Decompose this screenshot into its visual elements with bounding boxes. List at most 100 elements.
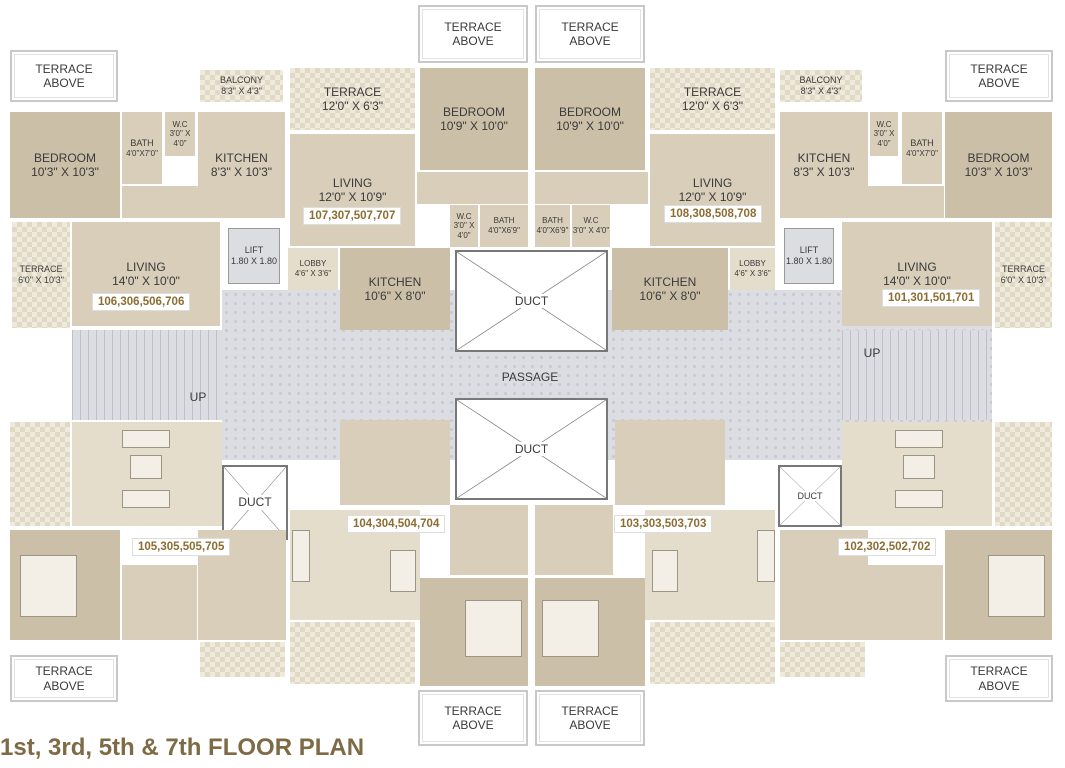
passage-label: PASSAGE — [501, 369, 559, 384]
room-label: 10'6" X 8'0" — [639, 289, 701, 303]
room-label: W.C — [876, 119, 892, 129]
room-label: 3'0" X 4'0" — [453, 221, 475, 240]
bed — [988, 555, 1045, 617]
plan-title: 1st, 3rd, 5th & 7th FLOOR PLAN — [0, 734, 365, 761]
unit-number-label: 104,304,504,704 — [347, 515, 446, 533]
bath — [122, 565, 197, 640]
unit-number-label: 107,307,507,707 — [303, 207, 402, 225]
room-label: TERRACE — [561, 19, 619, 34]
terrace — [10, 422, 70, 526]
table — [130, 455, 162, 479]
sofa — [292, 530, 310, 582]
table — [903, 455, 935, 479]
sofa — [895, 430, 943, 448]
room-label: LIVING — [332, 175, 373, 190]
room-label: DUCT — [797, 490, 823, 502]
duct: DUCT — [222, 465, 288, 540]
room-label: 10'3" X 10'3" — [31, 165, 99, 179]
balcony — [780, 642, 865, 677]
dining-table — [652, 550, 678, 592]
balcony — [200, 642, 285, 677]
unit-number-label: 101,301,501,701 — [882, 289, 981, 307]
room-label: 3'0" X 4'0" — [572, 226, 610, 235]
sofa — [122, 430, 170, 448]
room-label: 12'0" X 6'3" — [681, 99, 744, 113]
room-label: DUCT — [238, 495, 272, 510]
corridor — [868, 186, 944, 218]
kitchen — [340, 420, 450, 505]
room-label: BEDROOM — [558, 104, 621, 119]
terrace — [290, 622, 415, 684]
duct: DUCT — [455, 398, 608, 500]
bed — [465, 600, 522, 657]
room-label: 12'0" X 10'9" — [318, 190, 387, 204]
room-label: 6'0" X 10'3" — [18, 275, 64, 285]
room-label: TERRACE — [444, 19, 502, 34]
room-label: TERRACE — [323, 84, 382, 99]
stair-up-label-left: UP — [189, 389, 207, 404]
room-label: ABOVE — [569, 718, 611, 732]
staircase-left — [72, 330, 222, 420]
room-label: 4'0"X6'9" — [536, 226, 569, 235]
room-label: 8'3" X 10'3" — [210, 165, 273, 179]
room-label: KITCHEN — [643, 274, 697, 289]
room-label: 3'0" X 4'0" — [873, 129, 895, 148]
bath — [535, 505, 613, 575]
room-label: TERRACE — [683, 84, 742, 99]
room-label: 3'0" X 4'0" — [169, 129, 191, 148]
room-label: LIFT — [799, 245, 819, 256]
room-label: LIVING — [126, 259, 166, 274]
stair-up-label-right: UP — [863, 345, 881, 360]
unit-number-label: 102,302,502,702 — [838, 538, 937, 556]
kitchen — [615, 420, 725, 505]
corridor — [417, 172, 528, 204]
duct: DUCT — [778, 465, 842, 527]
room-label: 10'9" X 10'0" — [440, 119, 508, 133]
room-label: 12'0" X 10'9" — [678, 190, 747, 204]
room-label: BEDROOM — [442, 104, 505, 119]
room-label: TERRACE — [35, 61, 93, 76]
bed — [20, 555, 77, 617]
sofa — [895, 490, 943, 508]
room-label: LOBBY — [299, 259, 327, 269]
room-label: ABOVE — [452, 718, 494, 732]
room-label: LOBBY — [739, 259, 766, 269]
duct: DUCT — [455, 250, 608, 352]
terrace — [995, 422, 1052, 526]
room-label: ABOVE — [452, 34, 494, 48]
room-label: TERRACE — [970, 664, 1028, 679]
room-label: TERRACE — [444, 703, 502, 718]
room-label: BALCONY — [799, 75, 843, 86]
room-label: BATH — [910, 137, 934, 148]
room-label: 10'6" X 8'0" — [364, 289, 426, 303]
room-label: TERRACE — [970, 61, 1028, 76]
room-label: 14'0" X 10'0" — [883, 274, 951, 288]
